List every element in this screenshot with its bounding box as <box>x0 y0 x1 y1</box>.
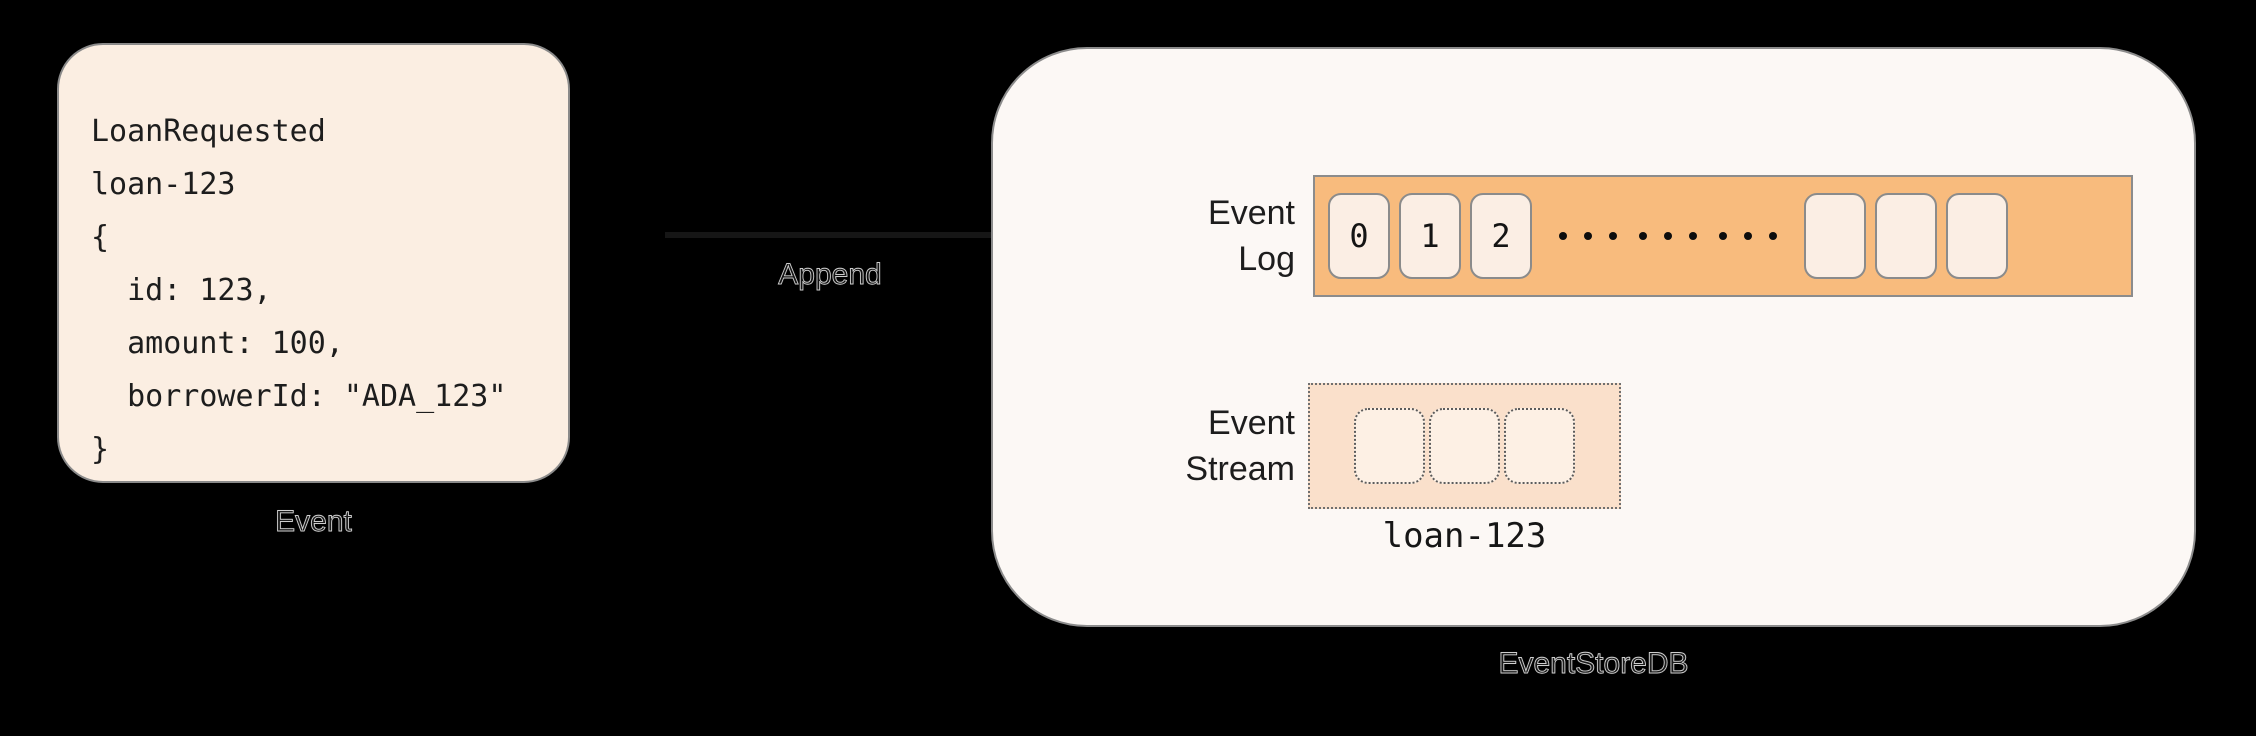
event-log-label: Event Log <box>1208 194 1295 278</box>
event-log-empty-cell[interactable] <box>1875 193 1937 279</box>
dot <box>1639 232 1647 240</box>
dot <box>1719 232 1727 240</box>
eventstore-panel <box>991 47 2196 627</box>
dot <box>1559 232 1567 240</box>
event-log-cells: 0 1 2 <box>1315 193 2008 279</box>
event-stream-name: loan-123 <box>1382 516 1547 556</box>
event-payload-code: LoanRequested loan-123 { id: 123, amount… <box>91 114 507 467</box>
event-stream-cell[interactable] <box>1429 408 1500 484</box>
event-log-cell[interactable]: 0 <box>1328 193 1390 279</box>
event-log-empty-cell[interactable] <box>1946 193 2008 279</box>
event-log-cell[interactable]: 2 <box>1470 193 1532 279</box>
event-log-cell[interactable]: 1 <box>1399 193 1461 279</box>
dot-group <box>1559 232 1617 240</box>
event-card-caption: Event <box>275 505 353 539</box>
event-log-ellipsis-icon <box>1559 232 1777 240</box>
append-label: Append <box>778 258 882 292</box>
event-log-empty-cell[interactable] <box>1804 193 1866 279</box>
dot <box>1584 232 1592 240</box>
dot <box>1609 232 1617 240</box>
eventstore-caption: EventStoreDB <box>1498 647 1689 681</box>
event-stream-label: Event Stream <box>1185 404 1295 488</box>
event-log-container: 0 1 2 <box>1313 175 2133 297</box>
event-stream-cell[interactable] <box>1504 408 1575 484</box>
event-stream-cell[interactable] <box>1354 408 1425 484</box>
dot-group <box>1639 232 1697 240</box>
dot <box>1744 232 1752 240</box>
event-card: LoanRequested loan-123 { id: 123, amount… <box>57 43 570 483</box>
dot <box>1769 232 1777 240</box>
dot <box>1689 232 1697 240</box>
dot-group <box>1719 232 1777 240</box>
dot <box>1664 232 1672 240</box>
event-stream-container <box>1308 383 1621 509</box>
